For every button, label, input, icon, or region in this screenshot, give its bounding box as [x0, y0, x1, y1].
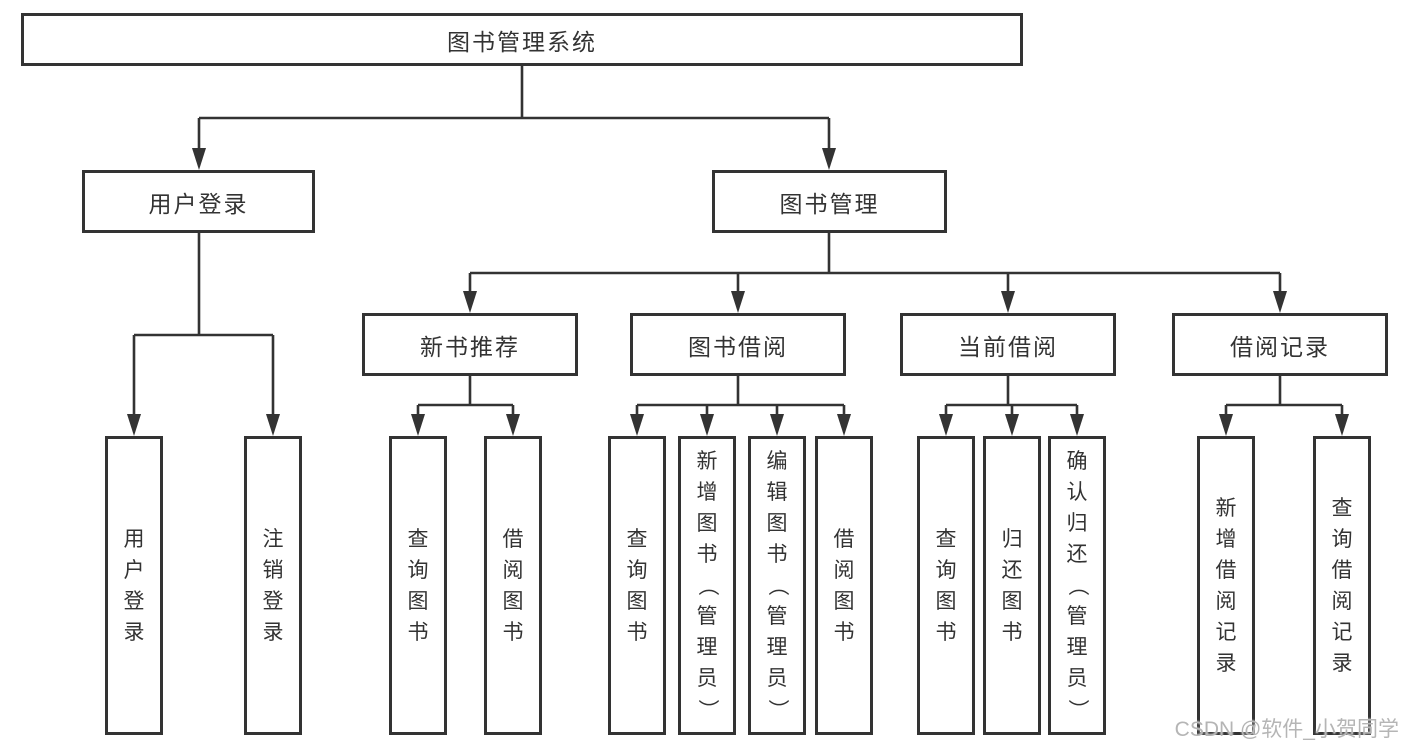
arrowhead-leaf — [770, 414, 784, 436]
node-current-borrow: 当前借阅 — [900, 313, 1116, 376]
arrowhead-leaf — [1005, 414, 1019, 436]
node-leaf-current-return: 归还图书 — [983, 436, 1041, 735]
connector-new-books-children — [416, 376, 515, 416]
node-new-books: 新书推荐 — [362, 313, 578, 376]
arrowhead-borrow-records — [1273, 291, 1287, 313]
node-leaf-borrow-add-admin: 新增图书（管理员） — [678, 436, 736, 735]
arrowhead-leaf — [411, 414, 425, 436]
node-book-borrow-label: 图书借阅 — [688, 333, 788, 360]
connector-user-login-children — [132, 233, 275, 416]
node-leaf-newbooks-query-label: 查询图书 — [407, 527, 429, 644]
node-borrow-records: 借阅记录 — [1172, 313, 1388, 376]
node-leaf-newbooks-borrow: 借阅图书 — [484, 436, 542, 735]
connector-current-borrow-children — [944, 376, 1079, 416]
node-leaf-logout: 注销登录 — [244, 436, 302, 735]
arrowhead-leaf — [630, 414, 644, 436]
node-leaf-user-login-label: 用户登录 — [123, 527, 145, 644]
node-leaf-newbooks-query: 查询图书 — [389, 436, 447, 735]
node-leaf-records-query-label: 查询借阅记录 — [1331, 496, 1353, 675]
node-leaf-current-query-label: 查询图书 — [935, 527, 957, 644]
connector-root-to-level2 — [197, 66, 831, 150]
arrowhead-leaf — [837, 414, 851, 436]
node-current-borrow-label: 当前借阅 — [958, 333, 1058, 360]
node-leaf-borrow-borrow-label: 借阅图书 — [833, 527, 855, 644]
csdn-watermark: CSDN @软件_小贺同学 — [1174, 718, 1399, 741]
node-leaf-user-login: 用户登录 — [105, 436, 163, 735]
connector-borrow-records-children — [1224, 376, 1344, 416]
arrowhead-user-login — [192, 148, 206, 170]
arrowhead-leaf-login — [127, 414, 141, 436]
node-user-login: 用户登录 — [82, 170, 315, 233]
arrowhead-new-books — [463, 291, 477, 313]
node-leaf-borrow-edit-admin: 编辑图书（管理员） — [748, 436, 806, 735]
node-user-login-label: 用户登录 — [148, 190, 249, 217]
node-root-label: 图书管理系统 — [447, 28, 597, 55]
arrowhead-book-borrow — [731, 291, 745, 313]
node-leaf-logout-label: 注销登录 — [262, 527, 284, 644]
node-leaf-borrow-add-admin-label: 新增图书（管理员） — [695, 450, 719, 720]
arrowhead-current-borrow — [1001, 291, 1015, 313]
node-book-borrow: 图书借阅 — [630, 313, 846, 376]
node-root: 图书管理系统 — [21, 13, 1023, 66]
arrowhead-book-mgmt — [822, 148, 836, 170]
arrowhead-leaf — [506, 414, 520, 436]
node-leaf-current-confirm-admin: 确认归还（管理员） — [1048, 436, 1106, 735]
node-borrow-records-label: 借阅记录 — [1230, 333, 1330, 360]
node-leaf-current-return-label: 归还图书 — [1001, 527, 1023, 644]
node-leaf-records-query: 查询借阅记录 — [1313, 436, 1371, 735]
arrowhead-leaf — [1070, 414, 1084, 436]
node-leaf-newbooks-borrow-label: 借阅图书 — [502, 527, 524, 644]
connector-book-borrow-children — [635, 376, 846, 416]
node-leaf-current-confirm-admin-label: 确认归还（管理员） — [1065, 450, 1089, 720]
node-book-mgmt-label: 图书管理 — [779, 190, 880, 217]
node-book-mgmt: 图书管理 — [712, 170, 947, 233]
arrowhead-leaf-logout — [266, 414, 280, 436]
arrowhead-leaf — [1219, 414, 1233, 436]
arrowhead-leaf — [700, 414, 714, 436]
arrowhead-leaf — [1335, 414, 1349, 436]
node-leaf-borrow-query-label: 查询图书 — [626, 527, 648, 644]
arrowhead-leaf — [939, 414, 953, 436]
node-leaf-current-query: 查询图书 — [917, 436, 975, 735]
connector-book-mgmt-children — [468, 233, 1282, 293]
node-leaf-borrow-query: 查询图书 — [608, 436, 666, 735]
node-leaf-records-add-label: 新增借阅记录 — [1215, 496, 1237, 675]
node-leaf-borrow-edit-admin-label: 编辑图书（管理员） — [765, 450, 789, 720]
node-leaf-borrow-borrow: 借阅图书 — [815, 436, 873, 735]
node-leaf-records-add: 新增借阅记录 — [1197, 436, 1255, 735]
node-new-books-label: 新书推荐 — [420, 333, 520, 360]
